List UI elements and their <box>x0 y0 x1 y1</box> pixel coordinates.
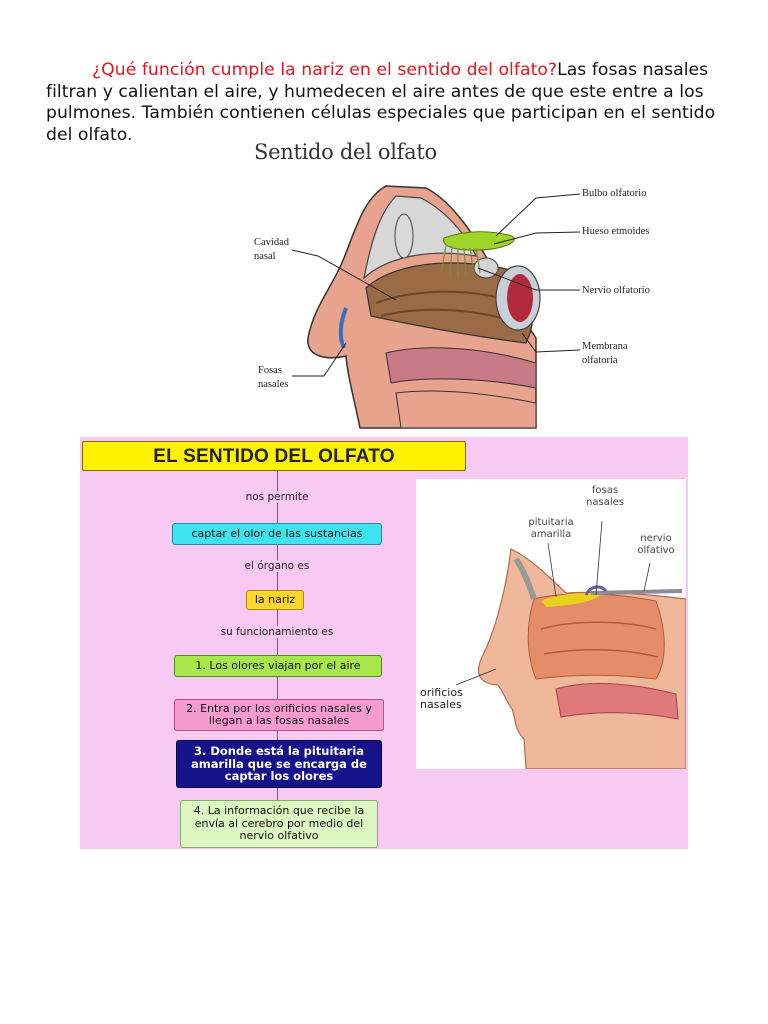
label-fosas-nasales: Fosas nasales <box>258 365 289 390</box>
connector-organo: el órgano es <box>227 560 327 572</box>
label-cavidad-nasal: Cavidad nasal <box>254 237 289 262</box>
label-nervio-olfativo: nervio olfativo <box>637 533 675 556</box>
nose-profile-illustration <box>455 520 686 769</box>
node-step-4: 4. La información que recibe la envía al… <box>180 800 378 848</box>
connector-line <box>277 677 278 699</box>
concept-map-title: EL SENTIDO DEL OLFATO <box>82 441 466 471</box>
node-step-1: 1. Los olores viajan por el aire <box>174 655 382 677</box>
node-la-nariz: la nariz <box>246 590 304 610</box>
nose-cross-section-illustration <box>291 185 581 429</box>
connector-nos-permite: nos permite <box>227 491 327 503</box>
nose-profile-diagram: fosas nasales pituitaria amarilla nervio… <box>416 479 686 769</box>
label-membrana-olfatoria: Membrana olfatoria <box>582 341 628 366</box>
label-fosas-nasales-2: fosas nasales <box>586 485 624 508</box>
node-step-2: 2. Entra por los orificios nasales y lle… <box>174 699 384 731</box>
olfaction-diagram: Sentido del olfato <box>236 138 688 433</box>
label-bulbo-olfatorio: Bulbo olfatorio <box>582 188 647 199</box>
question-text: ¿Qué función cumple la nariz en el senti… <box>92 60 558 80</box>
connector-line <box>277 731 278 740</box>
label-hueso-etmoides: Hueso etmoides <box>582 226 650 237</box>
answer-text: Las fosas nasales filtran y calientan el… <box>46 60 716 145</box>
node-captar-olor: captar el olor de las sustancias <box>172 523 382 545</box>
concept-map: EL SENTIDO DEL OLFATO nos permite captar… <box>80 437 688 849</box>
connector-line <box>277 788 278 800</box>
node-step-3: 3. Donde está la pituitaria amarilla que… <box>176 740 382 788</box>
diagram-title: Sentido del olfato <box>254 140 437 164</box>
label-orificios-nasales: orificios nasales <box>420 686 463 711</box>
label-pituitaria-amarilla: pituitaria amarilla <box>528 517 574 540</box>
intro-paragraph: ¿Qué función cumple la nariz en el senti… <box>46 60 746 146</box>
label-nervio-olfatorio: Nervio olfatorio <box>582 285 650 296</box>
connector-funcionamiento: su funcionamiento es <box>202 626 352 638</box>
